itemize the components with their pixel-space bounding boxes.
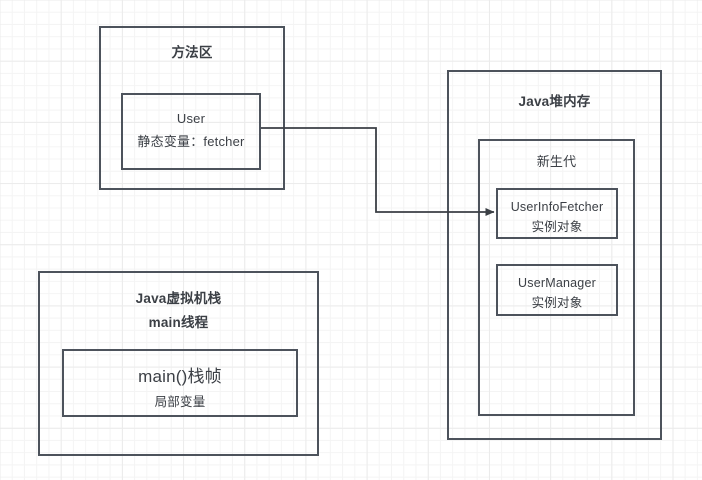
method-area-box: 方法区 — [99, 26, 285, 190]
young-generation-box: 新生代 — [478, 139, 635, 416]
main-stack-frame-name: main()栈帧 — [138, 367, 222, 386]
user-static-field: 静态变量：fetcher — [137, 134, 245, 149]
main-stack-frame-box: main()栈帧 局部变量 — [62, 349, 298, 417]
java-heap-box: Java堆内存 — [447, 70, 662, 440]
main-stack-frame-detail: 局部变量 — [154, 395, 206, 409]
user-class-name: User — [176, 111, 206, 126]
jvm-stack-title-line1: Java虚拟机栈 — [135, 291, 222, 306]
method-area-title: 方法区 — [171, 45, 213, 60]
userinfofetcher-kind: 实例对象 — [531, 220, 583, 234]
jvm-stack-title-line2: main线程 — [148, 315, 209, 330]
usermanager-kind: 实例对象 — [531, 296, 583, 310]
userinfofetcher-class-name: UserInfoFetcher — [510, 200, 604, 214]
usermanager-object-box: UserManager 实例对象 — [496, 264, 618, 316]
young-generation-title: 新生代 — [536, 154, 577, 169]
usermanager-class-name: UserManager — [518, 276, 596, 290]
user-class-box: User 静态变量：fetcher — [121, 93, 261, 170]
userinfofetcher-object-box: UserInfoFetcher 实例对象 — [496, 188, 618, 239]
java-heap-title: Java堆内存 — [518, 94, 591, 109]
jvm-stack-box: Java虚拟机栈 main线程 — [38, 271, 319, 456]
